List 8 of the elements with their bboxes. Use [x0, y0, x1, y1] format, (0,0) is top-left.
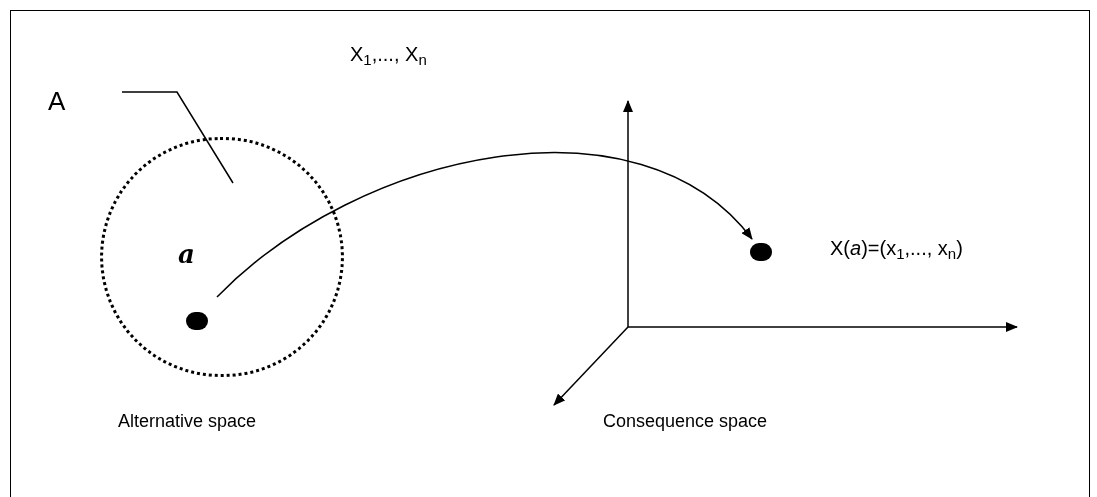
variable-label: X$_{1}$,..., X$_{n}$ — [350, 42, 427, 67]
text-label: A — [48, 88, 72, 122]
space-caption: Alternative space — [118, 410, 257, 433]
mapping-label: X(a)=(x$_{1}$,..., x$_{n}$) — [830, 236, 963, 261]
curved-arrow — [216, 152, 753, 298]
leader-line — [121, 91, 234, 184]
point-label: a — [178, 238, 195, 271]
space-caption: Consequence space — [603, 410, 768, 433]
